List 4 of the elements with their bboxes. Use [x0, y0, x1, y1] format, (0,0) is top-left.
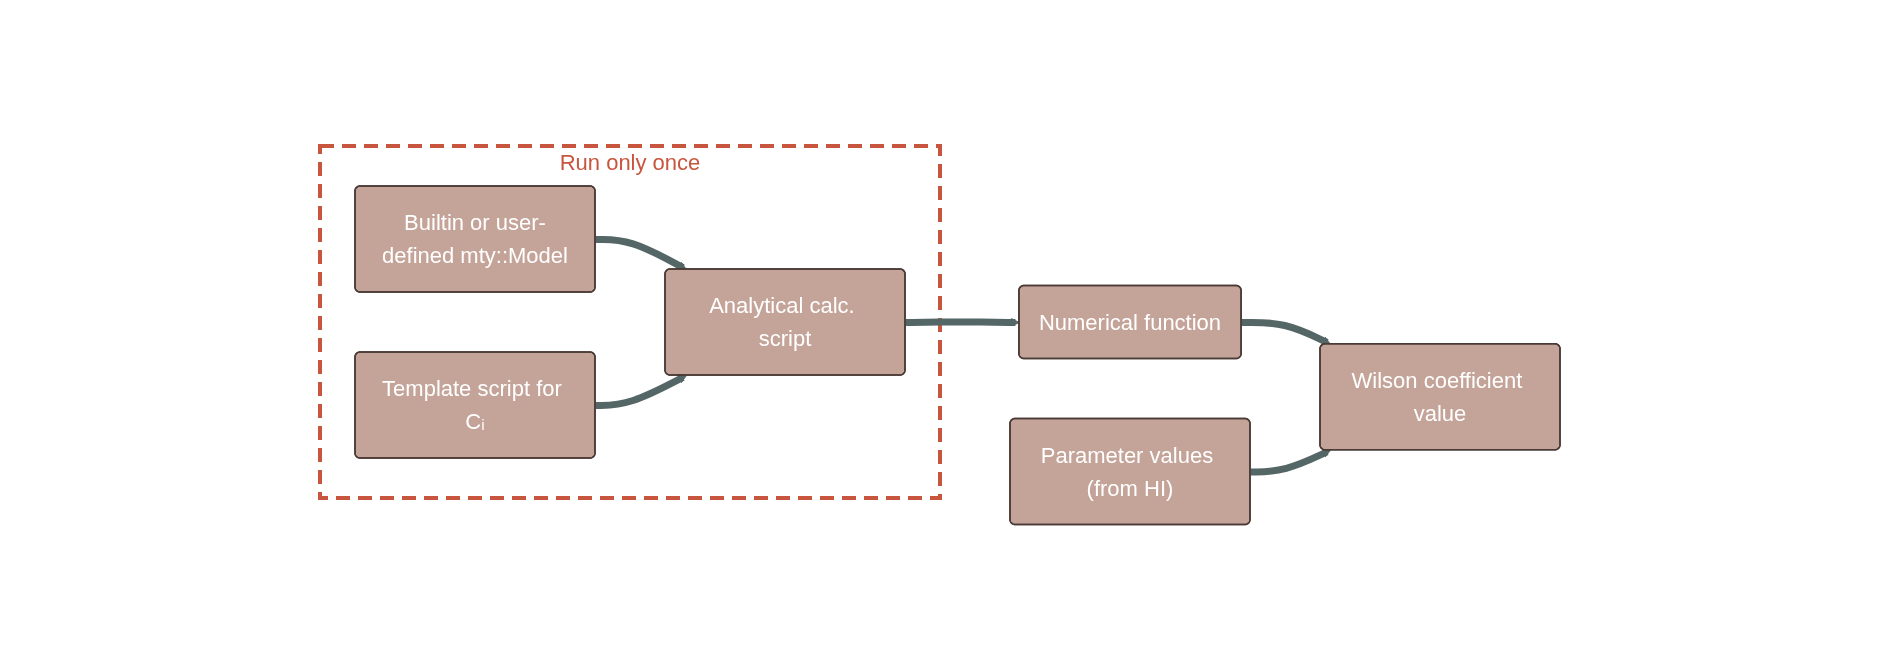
arrow	[1250, 448, 1331, 476]
arrow	[1241, 318, 1331, 346]
arrow	[595, 235, 687, 271]
arrow	[595, 374, 687, 409]
